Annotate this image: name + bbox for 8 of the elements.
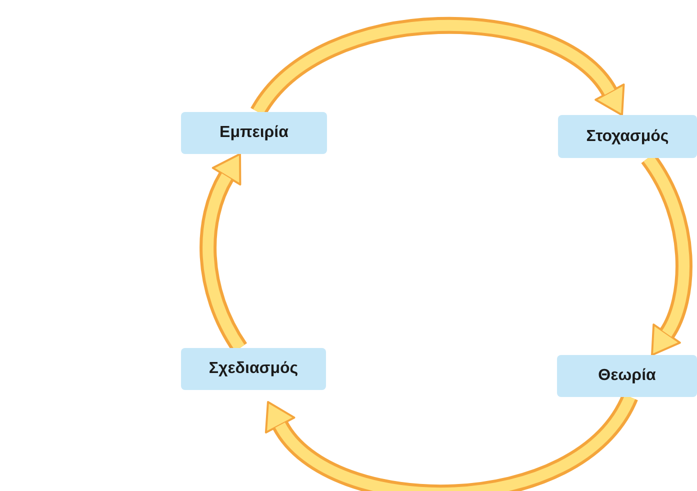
label-box: [557, 355, 697, 397]
node-label: Στοχασμός: [586, 128, 669, 146]
node-label: Θεωρία: [598, 367, 656, 385]
node-label: Σχεδιασμός: [208, 360, 298, 378]
label-box: [558, 115, 697, 158]
node-label: Εμπειρία: [220, 124, 288, 142]
label-box: [181, 348, 326, 390]
label-box: [181, 112, 327, 154]
